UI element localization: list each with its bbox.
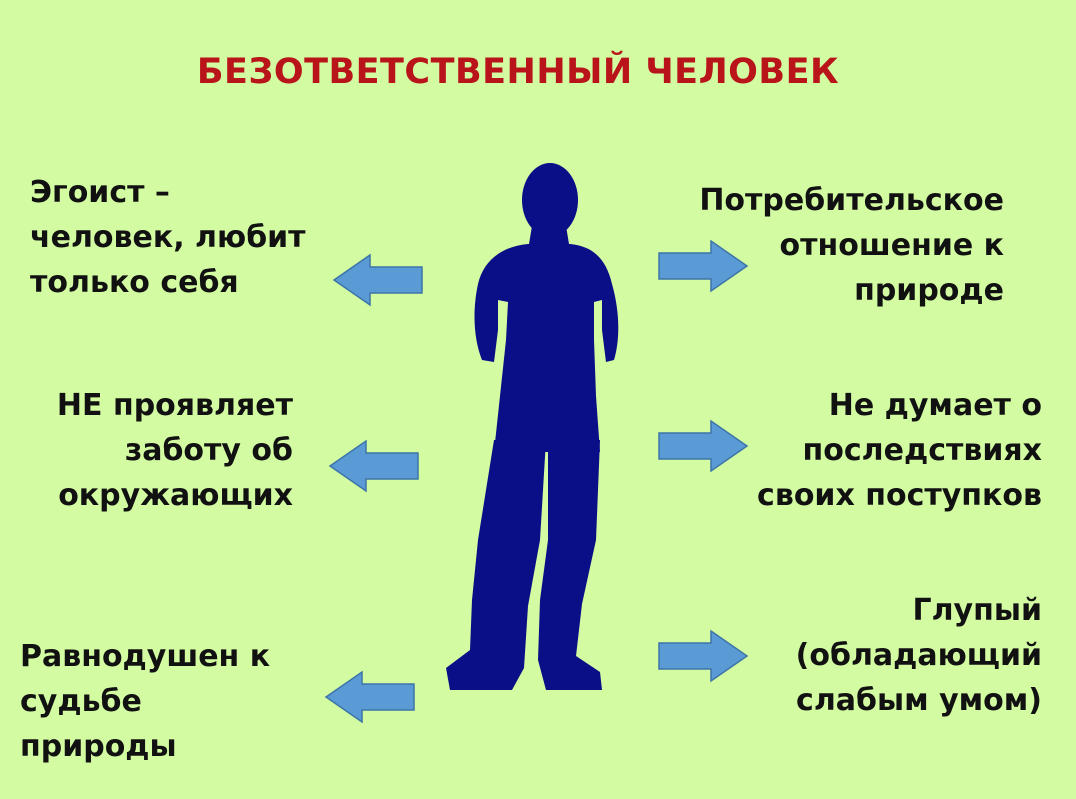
right-item-2-line-1: Не думает о [828,388,1042,423]
left-item-1-line-3: только себя [30,265,239,300]
left-arrow-icon-1 [332,253,423,307]
right-item-3: Глупый (обладающий слабым умом) [796,588,1042,723]
right-item-2: Не думает о последствиях своих поступков [757,383,1042,518]
left-item-2-line-1: НЕ проявляет [56,388,293,423]
left-arrow-icon-3 [324,670,415,724]
right-item-1-line-1: Потребительское [699,183,1004,218]
right-item-1-line-3: природе [854,273,1004,308]
left-item-2: НЕ проявляет заботу об окружающих [57,383,293,518]
right-item-3-line-2: (обладающий [795,638,1042,673]
left-item-1-line-1: Эгоист – [30,175,170,210]
right-item-1-line-2: отношение к [779,228,1004,263]
left-item-1-line-2: человек, любит [30,220,306,255]
right-arrow-icon-3 [658,629,749,683]
left-item-1: Эгоист – человек, любит только себя [30,170,306,305]
right-item-1: Потребительское отношение к природе [699,178,1004,313]
right-item-3-line-1: Глупый [912,593,1042,628]
left-item-3-line-3: природы [20,729,177,764]
page-title: БЕЗОТВЕТСТВЕННЫЙ ЧЕЛОВЕК [196,52,840,92]
right-item-2-line-2: последствиях [802,433,1042,468]
left-item-2-line-2: заботу об [124,433,293,468]
left-item-2-line-3: окружающих [58,478,293,513]
right-arrow-icon-1 [658,239,749,293]
left-item-3: Равнодушен к судьбе природы [20,634,270,769]
left-item-3-line-2: судьбе [20,684,142,719]
right-item-3-line-3: слабым умом) [796,683,1042,718]
left-item-3-line-1: Равнодушен к [20,639,271,674]
right-item-2-line-3: своих поступков [757,478,1042,513]
person-silhouette-icon [446,163,619,690]
left-arrow-icon-2 [328,439,419,493]
right-arrow-icon-2 [658,419,749,473]
